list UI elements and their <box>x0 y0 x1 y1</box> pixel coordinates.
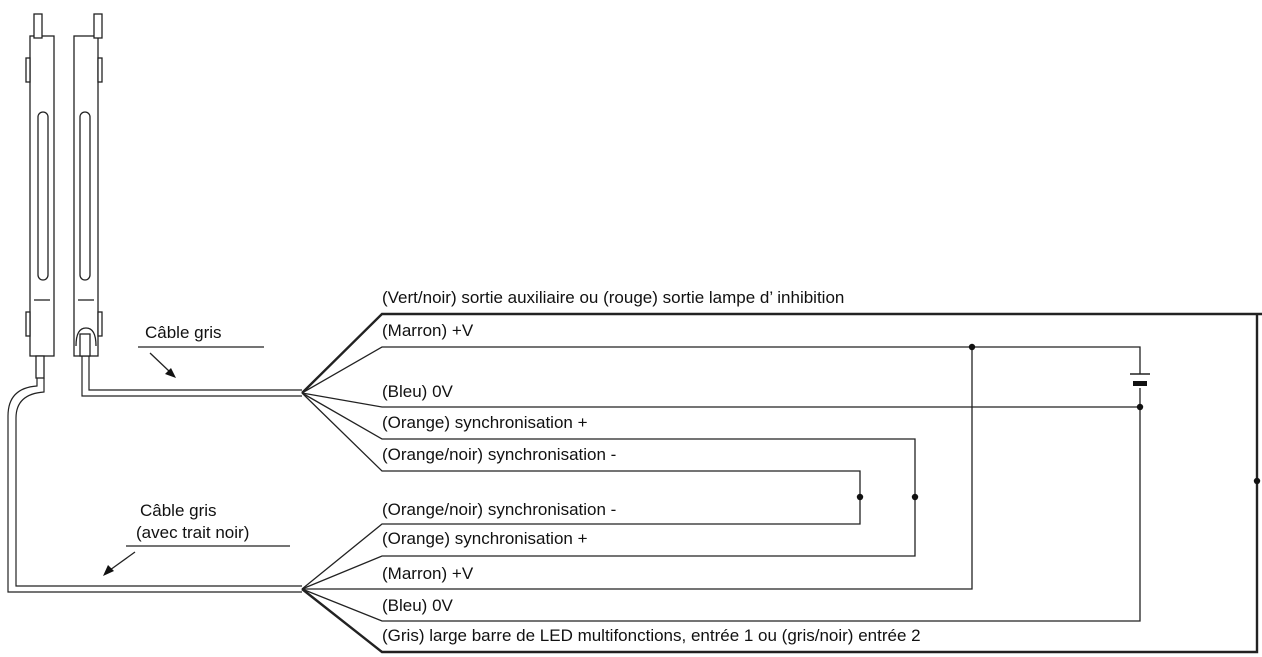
junction-dot <box>968 343 976 351</box>
sensor-right <box>73 13 103 357</box>
cable-top-label: Câble gris <box>145 323 222 342</box>
cable-top-leader <box>149 352 171 373</box>
wire-label-top-orange: (Orange) synchronisation + <box>382 413 588 432</box>
wire-label-bottom-orange-black: (Orange/noir) synchronisation - <box>382 500 616 519</box>
wire-label-top-orange-black: (Orange/noir) synchronisation - <box>382 445 616 464</box>
junction-dot <box>1136 403 1144 411</box>
cable-bottom <box>7 378 302 593</box>
wire-label-top-aux: (Vert/noir) sortie auxiliaire ou (rouge)… <box>382 288 844 307</box>
junction-dot <box>911 493 919 501</box>
top-fan-wires <box>301 312 1262 590</box>
wire-label-top-blue: (Bleu) 0V <box>382 382 454 401</box>
wire-label-bottom-blue: (Bleu) 0V <box>382 596 454 615</box>
junction-dot <box>856 493 864 501</box>
cable-bottom-arrow <box>103 565 114 576</box>
wire-label-bottom-grey: (Gris) large barre de LED multifonctions… <box>382 626 921 645</box>
cable-top <box>81 356 302 397</box>
sensor-left <box>25 13 55 379</box>
cable-bottom-leader <box>109 551 136 571</box>
power-supply-symbol <box>1130 373 1150 386</box>
junction-dot <box>1253 477 1261 485</box>
wire-label-bottom-orange: (Orange) synchronisation + <box>382 529 588 548</box>
cable-top-arrow <box>165 368 176 378</box>
wire-label-bottom-brown: (Marron) +V <box>382 564 474 583</box>
cable-bottom-label-line1: Câble gris <box>140 501 217 520</box>
cable-bottom-label-line2: (avec trait noir) <box>136 523 249 542</box>
wire-label-top-brown: (Marron) +V <box>382 321 474 340</box>
